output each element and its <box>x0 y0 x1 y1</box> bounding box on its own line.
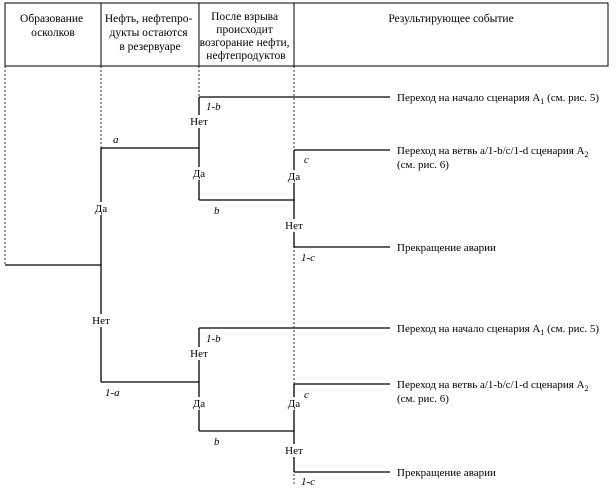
outcomes: Переход на начало сценария А1 (см. рис. … <box>397 92 599 479</box>
prob-a: a <box>113 134 119 146</box>
outcome-stop-upper: Прекращение аварии <box>397 242 496 254</box>
prob-1-c-lower: 1-c <box>301 476 315 488</box>
label-no-l2-upper: Нет <box>190 116 208 128</box>
probability-labels: a 1-a 1-b b 1-b b c 1-c c 1-c <box>105 101 315 488</box>
prob-1-c-upper: 1-c <box>301 252 315 264</box>
label-no-l3-lower: Нет <box>285 445 303 457</box>
label-no-l2-lower: Нет <box>190 348 208 360</box>
label-yes-l1: Да <box>95 203 108 215</box>
column-guides <box>4 66 295 485</box>
label-no-l3-upper: Нет <box>285 220 303 232</box>
outcome-goto-a1-upper: Переход на начало сценария А1 (см. рис. … <box>397 92 599 106</box>
prob-1-b-lower: 1-b <box>206 333 221 345</box>
node-labels: Да Нет Нет Да Нет Да Да Нет Да Нет <box>86 115 309 457</box>
outcome-goto-a1-lower: Переход на начало сценария А1 (см. рис. … <box>397 323 599 337</box>
label-yes-l2-upper: Да <box>193 168 206 180</box>
header-col1: Образование осколков <box>20 13 86 39</box>
outcome-stop-lower: Прекращение аварии <box>397 467 496 479</box>
label-yes-l3-lower: Да <box>288 398 301 410</box>
header-border <box>4 2 609 67</box>
label-no-l1: Нет <box>92 315 110 327</box>
label-yes-l2-lower: Да <box>193 398 206 410</box>
prob-b-lower: b <box>214 436 220 448</box>
prob-b-upper: b <box>214 205 220 217</box>
header-table: Образование осколков Нефть, нефтепро- ду… <box>4 2 609 67</box>
header-col2: Нефть, нефтепро- дукты остаются в резерв… <box>105 13 195 53</box>
prob-c-upper: c <box>304 154 309 166</box>
outcome-goto-a2-upper-line2: (см. рис. 6) <box>397 159 449 171</box>
outcome-goto-a2-lower: Переход на ветвь a/1-b/c/1-d сценария А2 <box>397 379 589 393</box>
prob-c-lower: c <box>304 389 309 401</box>
outcome-goto-a2-lower-line2: (см. рис. 6) <box>397 393 449 405</box>
label-yes-l3-upper: Да <box>288 171 301 183</box>
prob-1-a: 1-a <box>105 387 120 399</box>
header-col4: Результирующее событие <box>388 13 513 25</box>
tree-branches <box>5 96 390 473</box>
prob-1-b-upper: 1-b <box>206 101 221 113</box>
header-col3: После взрыва происходит возгорание нефти… <box>200 11 293 62</box>
outcome-goto-a2-upper: Переход на ветвь a/1-b/c/1-d сценария А2 <box>397 145 589 159</box>
